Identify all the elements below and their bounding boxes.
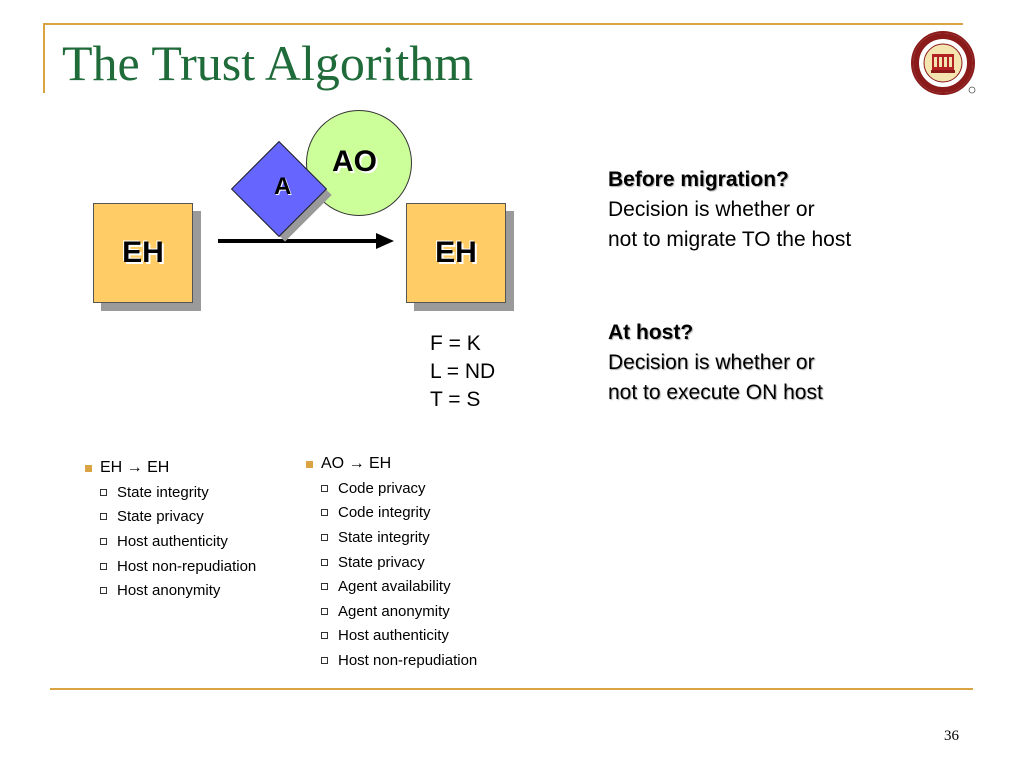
square-bullet-icon bbox=[85, 464, 92, 472]
list-item-text: Host authenticity bbox=[117, 532, 228, 550]
list-item-text: State privacy bbox=[338, 553, 425, 571]
hollow-square-bullet-icon bbox=[100, 488, 107, 496]
migration-arrow bbox=[218, 239, 378, 243]
page-number: 36 bbox=[944, 728, 959, 744]
hollow-square-bullet-icon bbox=[321, 484, 328, 492]
list-item: Host non-repudiation bbox=[85, 554, 256, 579]
list-item: State integrity bbox=[306, 525, 477, 550]
ao-to-eh-list: AO → EH Code privacy Code integrity Stat… bbox=[306, 452, 477, 673]
list-item: Host authenticity bbox=[85, 529, 256, 554]
list-item: Agent anonymity bbox=[306, 599, 477, 624]
slide-title: The Trust Algorithm bbox=[62, 35, 474, 91]
list-item-text: Host authenticity bbox=[338, 627, 449, 645]
at-host-question: At host? bbox=[608, 321, 694, 344]
list-item-text: Host non-repudiation bbox=[117, 557, 257, 575]
at-host-note: At host? Decision is whether or not to e… bbox=[608, 318, 823, 408]
list-item: Agent availability bbox=[306, 574, 477, 599]
list-item: State privacy bbox=[85, 505, 256, 530]
at-host-line2: not to execute ON host bbox=[608, 381, 823, 404]
hollow-square-bullet-icon bbox=[100, 562, 107, 570]
list-item: State integrity bbox=[85, 480, 256, 505]
list-item: State privacy bbox=[306, 550, 477, 575]
list-item: Host authenticity bbox=[306, 624, 477, 649]
list-item: Code privacy bbox=[306, 476, 477, 501]
at-host-line1: Decision is whether or bbox=[608, 351, 815, 374]
top-rule bbox=[43, 23, 963, 25]
agent-owner-label: AO bbox=[332, 145, 377, 178]
hollow-square-bullet-icon bbox=[321, 558, 328, 566]
hollow-square-bullet-icon bbox=[321, 607, 328, 615]
before-migration-note: Before migration? Decision is whether or… bbox=[608, 165, 851, 255]
before-migration-line1: Decision is whether or bbox=[608, 198, 815, 221]
fsu-seal-icon bbox=[911, 31, 976, 95]
square-bullet-icon bbox=[306, 460, 313, 468]
hollow-square-bullet-icon bbox=[321, 533, 328, 541]
list-item-text: Host non-repudiation bbox=[338, 651, 478, 669]
list-item-text: Agent anonymity bbox=[338, 602, 450, 620]
list-item: Code integrity bbox=[306, 501, 477, 526]
list-item-text: Host anonymity bbox=[117, 582, 221, 600]
eh-to-eh-list: EH → EH State integrity State privacy Ho… bbox=[85, 456, 256, 603]
before-migration-line2: not to migrate TO the host bbox=[608, 228, 852, 251]
list-item-text: Agent availability bbox=[338, 578, 451, 596]
target-host-label: EH bbox=[435, 236, 477, 269]
bottom-rule bbox=[50, 688, 973, 690]
list-heading: EH → EH bbox=[85, 456, 256, 480]
target-host-box: EH bbox=[406, 203, 514, 311]
hollow-square-bullet-icon bbox=[100, 537, 107, 545]
source-host-label: EH bbox=[122, 236, 164, 269]
eh-to-eh-heading: EH → EH bbox=[100, 459, 170, 476]
host-value-t: T = S bbox=[430, 388, 481, 411]
hollow-square-bullet-icon bbox=[321, 656, 328, 664]
hollow-square-bullet-icon bbox=[321, 509, 328, 517]
hollow-square-bullet-icon bbox=[100, 587, 107, 595]
list-item-text: Code privacy bbox=[338, 479, 426, 497]
ao-to-eh-heading: AO → EH bbox=[321, 455, 392, 472]
list-heading: AO → EH bbox=[306, 452, 477, 476]
hollow-square-bullet-icon bbox=[321, 583, 328, 591]
list-item-text: State integrity bbox=[117, 483, 209, 501]
arrow-head-icon bbox=[376, 233, 394, 249]
before-migration-question: Before migration? bbox=[608, 168, 789, 191]
migration-diagram: EH EH AO A F = K L = ND T = S bbox=[93, 110, 514, 414]
host-value-l: L = ND bbox=[430, 360, 496, 383]
list-item-text: State privacy bbox=[117, 508, 204, 526]
hollow-square-bullet-icon bbox=[100, 513, 107, 521]
list-item: Host anonymity bbox=[85, 578, 256, 603]
host-value-f: F = K bbox=[430, 332, 481, 355]
left-rule bbox=[43, 23, 45, 93]
agent-label: A bbox=[274, 173, 292, 200]
list-item-text: Code integrity bbox=[338, 504, 431, 522]
hollow-square-bullet-icon bbox=[321, 632, 328, 640]
list-item-text: State integrity bbox=[338, 528, 430, 546]
list-item: Host non-repudiation bbox=[306, 648, 477, 673]
source-host-box: EH bbox=[93, 203, 201, 311]
host-trust-values: F = K L = ND T = S bbox=[430, 330, 495, 414]
